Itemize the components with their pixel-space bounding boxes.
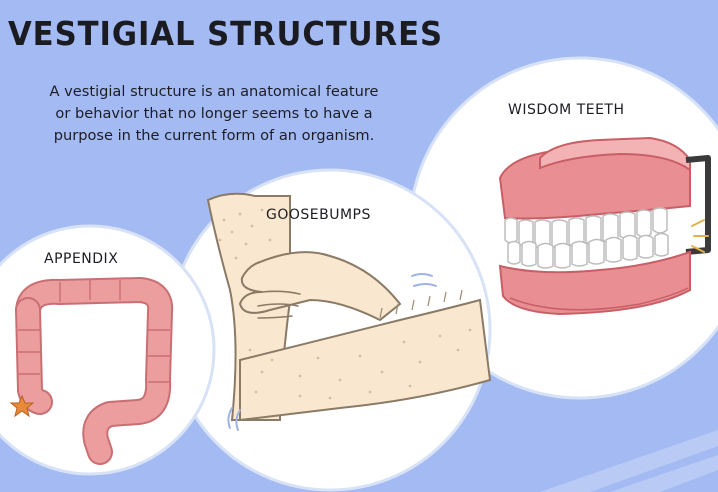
wisdom-teeth-label: WISDOM TEETH (508, 102, 625, 118)
goosebumps-label: GOOSEBUMPS (266, 207, 371, 223)
description-line: or behavior that no longer seems to have… (55, 105, 373, 122)
description-line: A vestigial structure is an anatomical f… (49, 83, 379, 100)
crossed-arms-illustration (206, 192, 492, 431)
denture-illustration (498, 136, 711, 316)
description: A vestigial structure is an anatomical f… (14, 81, 414, 147)
appendix-star-icon (9, 394, 35, 418)
appendix-label: APPENDIX (44, 251, 119, 267)
description-line: purpose in the current form of an organi… (53, 127, 375, 144)
background-stripes (540, 430, 718, 492)
page-title: VESTIGIAL STRUCTURES (8, 14, 444, 53)
intestine-illustration (9, 277, 174, 465)
